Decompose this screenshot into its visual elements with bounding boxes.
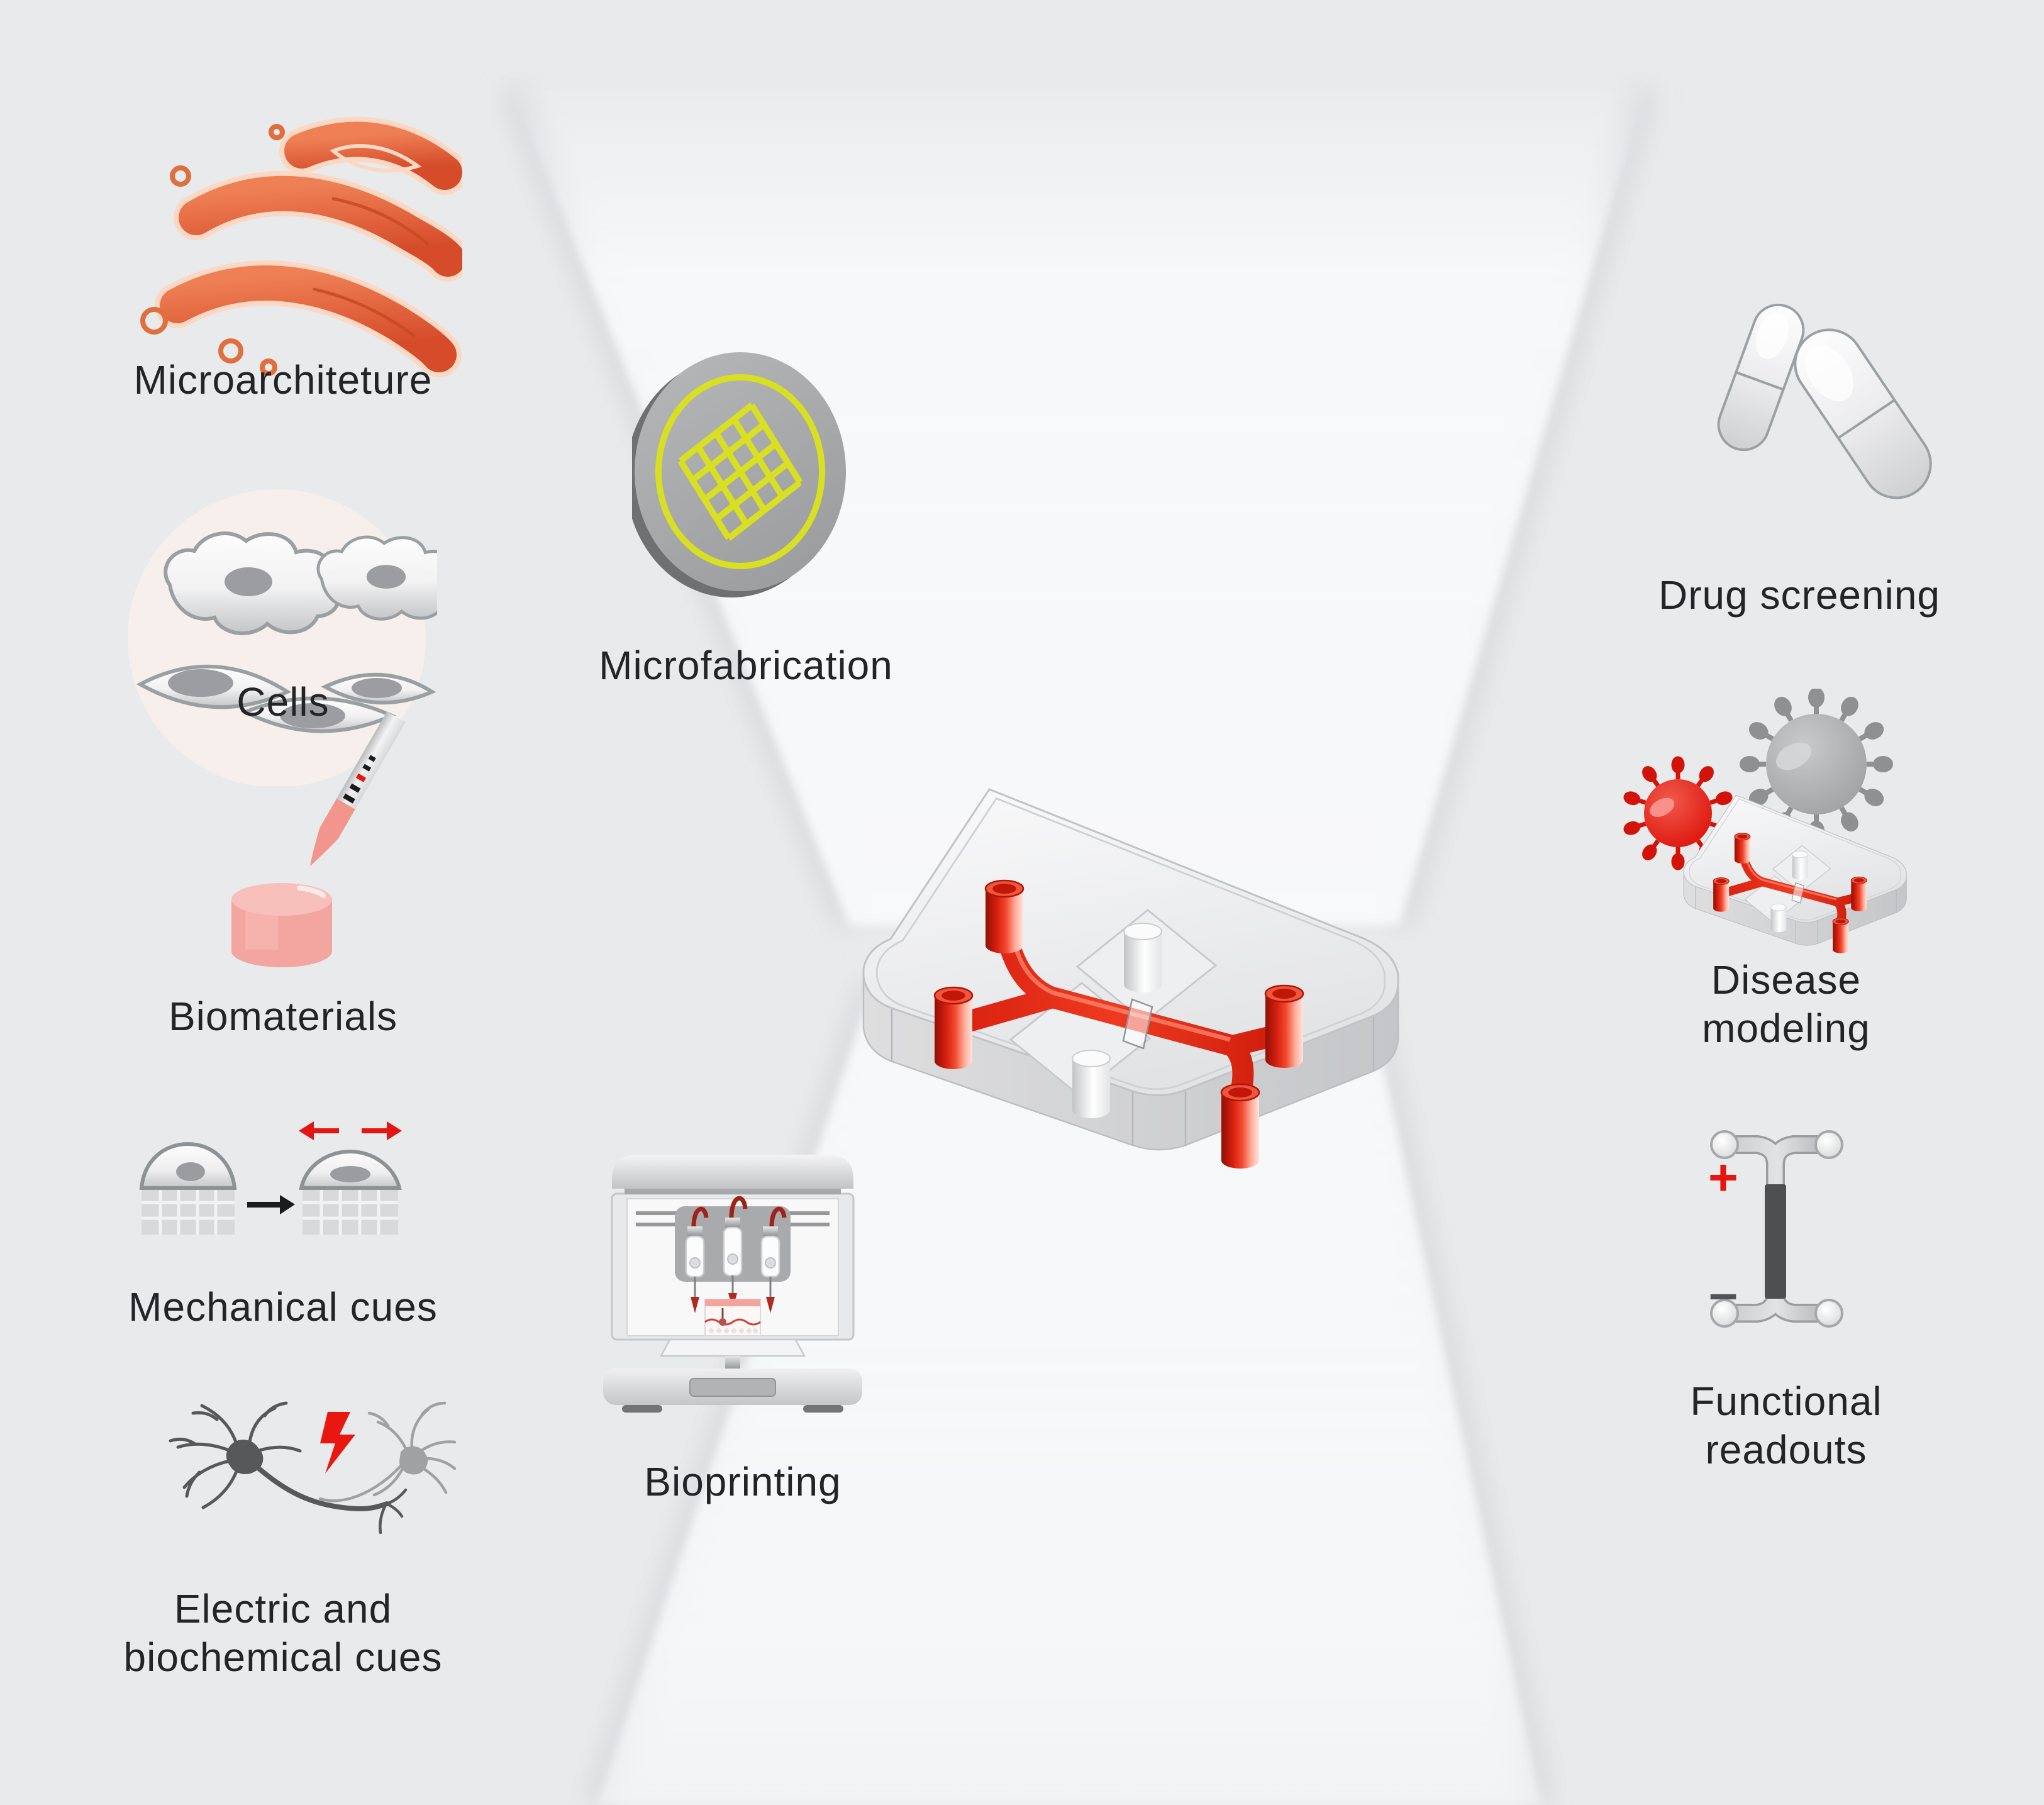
pillar-caps xyxy=(1710,1130,1843,1328)
axon xyxy=(253,1463,389,1511)
label-microfabrication: Microfabrication xyxy=(599,643,893,688)
label-drug-screening: Drug screening xyxy=(1658,572,1940,618)
mini-chip xyxy=(1684,795,1906,953)
muscle-fibers-icon xyxy=(140,116,462,377)
pipette xyxy=(310,711,406,866)
negative-electrode-mark: – xyxy=(1709,1265,1738,1322)
label-cells: Cells xyxy=(236,679,330,725)
printed-tissue-block xyxy=(704,1299,761,1336)
light-neuron-dendrites xyxy=(318,1401,456,1502)
capsule-large xyxy=(1794,328,1932,499)
substrate-grid-left xyxy=(142,1187,235,1235)
label-functional-readouts: Functional readouts xyxy=(1690,1379,1882,1472)
cells-icon xyxy=(128,489,437,786)
label-mechanical-cues: Mechanical cues xyxy=(128,1284,438,1330)
transition-arrow xyxy=(247,1195,295,1214)
bioprinter-icon xyxy=(603,1155,862,1413)
stretched-cell-icon xyxy=(139,1121,402,1235)
pipette-gel-icon xyxy=(231,711,406,967)
label-electric-biochemical-cues: Electric and biochemical cues xyxy=(123,1586,443,1680)
label-bioprinting: Bioprinting xyxy=(644,1459,841,1504)
dark-neuron-soma xyxy=(226,1440,264,1474)
capsule-small xyxy=(1717,303,1805,452)
dark-neuron-dendrites xyxy=(169,1401,302,1509)
light-neuron-soma xyxy=(399,1446,428,1475)
lightning-bolt-icon xyxy=(320,1412,355,1474)
neurons-lightning-icon xyxy=(169,1401,456,1535)
print-heads xyxy=(685,1196,787,1313)
stretch-arrows xyxy=(299,1121,402,1140)
capsules-icon xyxy=(1717,303,1932,499)
organ-on-chip-icon xyxy=(830,745,1434,1186)
electrode-tissue-icon: + – xyxy=(1708,1130,1843,1328)
label-microarchitecture: Microarchiteture xyxy=(133,357,433,403)
positive-electrode-mark: + xyxy=(1708,1149,1738,1206)
virus-chip-icon xyxy=(1623,689,1950,965)
print-platform xyxy=(659,1338,806,1357)
printer-lid xyxy=(612,1155,853,1189)
tissue-bar xyxy=(1765,1184,1786,1299)
label-biomaterials: Biomaterials xyxy=(168,994,398,1039)
label-disease-modeling: Disease modeling xyxy=(1702,957,1870,1051)
substrate-grid-right xyxy=(303,1187,398,1235)
wafer-grid-icon xyxy=(632,352,846,597)
wafer-grid xyxy=(677,403,803,541)
